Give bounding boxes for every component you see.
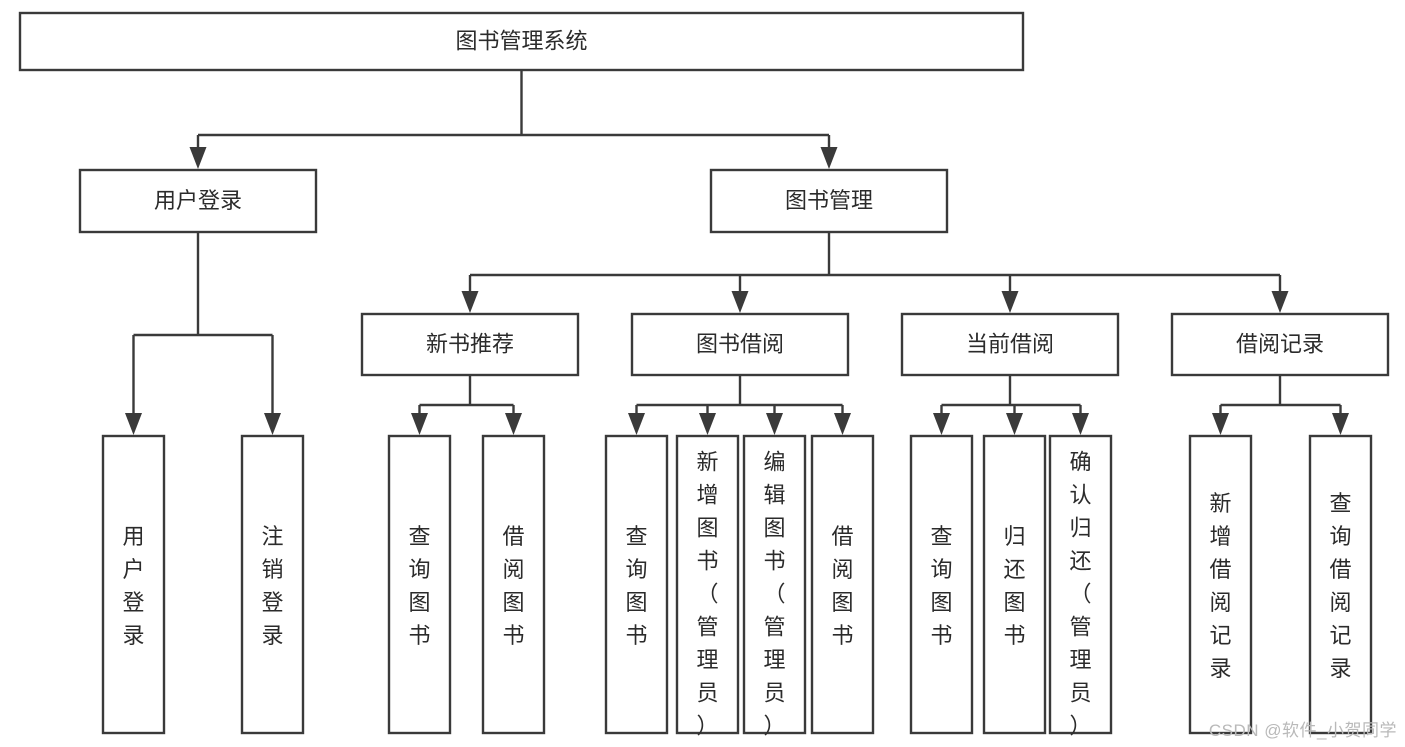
node-label: 确认归还（管理员） xyxy=(1069,450,1091,739)
node-box[interactable] xyxy=(1188,434,1253,735)
node-l9[interactable]: 查询图书 xyxy=(909,434,974,735)
arrow-head-icon xyxy=(189,147,207,169)
arrow-head-icon xyxy=(1006,413,1023,435)
node-n3[interactable]: 新书推荐 xyxy=(360,312,580,377)
arrow-head-icon xyxy=(1271,291,1289,313)
node-box[interactable] xyxy=(982,434,1047,735)
node-label: 当前借阅 xyxy=(966,331,1054,356)
connector-layer xyxy=(125,70,1349,435)
node-label: 借阅图书 xyxy=(502,524,524,648)
connector-group xyxy=(933,375,1089,435)
node-box[interactable] xyxy=(909,434,974,735)
node-label: 注销登录 xyxy=(261,524,283,648)
node-layer: 图书管理系统用户登录图书管理新书推荐图书借阅当前借阅借阅记录用户登录注销登录查询… xyxy=(18,11,1390,739)
node-box[interactable] xyxy=(360,312,580,377)
node-n5[interactable]: 当前借阅 xyxy=(900,312,1120,377)
node-label: 用户登录 xyxy=(154,188,242,213)
connector-group xyxy=(1212,375,1349,435)
arrow-head-icon xyxy=(461,291,479,313)
connector-group xyxy=(628,375,851,435)
arrow-head-icon xyxy=(933,413,950,435)
node-l12[interactable]: 新增借阅记录 xyxy=(1188,434,1253,735)
node-label: 图书管理系统 xyxy=(455,28,587,53)
node-label: 查询借阅记录 xyxy=(1329,491,1351,681)
arrow-head-icon xyxy=(628,413,645,435)
connector-group xyxy=(461,232,1289,313)
arrow-head-icon xyxy=(820,147,838,169)
node-label: 新增图书（管理员） xyxy=(696,450,718,739)
arrow-head-icon xyxy=(1212,413,1229,435)
node-box[interactable] xyxy=(481,434,546,735)
node-n1[interactable]: 用户登录 xyxy=(78,168,318,234)
node-box[interactable] xyxy=(387,434,452,735)
arrow-head-icon xyxy=(731,291,749,313)
arrow-head-icon xyxy=(125,413,142,435)
node-box[interactable] xyxy=(630,312,850,377)
node-n6[interactable]: 借阅记录 xyxy=(1170,312,1390,377)
connector-group xyxy=(411,375,522,435)
node-label: 图书借阅 xyxy=(696,331,784,356)
node-box[interactable] xyxy=(78,168,318,234)
node-l8[interactable]: 借阅图书 xyxy=(810,434,875,735)
node-box[interactable] xyxy=(1170,312,1390,377)
arrow-head-icon xyxy=(505,413,522,435)
arrow-head-icon xyxy=(699,413,716,435)
arrow-head-icon xyxy=(1001,291,1019,313)
node-box[interactable] xyxy=(1308,434,1373,735)
node-box[interactable] xyxy=(742,434,807,735)
arrow-head-icon xyxy=(834,413,851,435)
node-label: 查询图书 xyxy=(625,524,647,648)
node-label: 借阅图书 xyxy=(831,524,853,648)
node-n2[interactable]: 图书管理 xyxy=(709,168,949,234)
node-label: 图书管理 xyxy=(785,188,873,213)
arrow-head-icon xyxy=(766,413,783,435)
node-label: 归还图书 xyxy=(1003,524,1025,648)
node-l5[interactable]: 查询图书 xyxy=(604,434,669,735)
node-box[interactable] xyxy=(240,434,305,735)
node-l6[interactable]: 新增图书（管理员） xyxy=(675,434,740,739)
node-box[interactable] xyxy=(18,11,1025,72)
node-l2[interactable]: 注销登录 xyxy=(240,434,305,735)
node-n4[interactable]: 图书借阅 xyxy=(630,312,850,377)
node-box[interactable] xyxy=(900,312,1120,377)
connector-group xyxy=(125,232,281,435)
connector-group xyxy=(189,70,838,169)
node-n0[interactable]: 图书管理系统 xyxy=(18,11,1025,72)
node-l1[interactable]: 用户登录 xyxy=(101,434,166,735)
node-l13[interactable]: 查询借阅记录 xyxy=(1308,434,1373,735)
node-l3[interactable]: 查询图书 xyxy=(387,434,452,735)
node-box[interactable] xyxy=(101,434,166,735)
node-label: 用户登录 xyxy=(122,524,144,648)
node-label: 新书推荐 xyxy=(426,331,514,356)
node-label: 借阅记录 xyxy=(1236,331,1324,356)
node-label: 新增借阅记录 xyxy=(1209,491,1231,681)
node-box[interactable] xyxy=(1048,434,1113,735)
arrow-head-icon xyxy=(411,413,428,435)
node-l4[interactable]: 借阅图书 xyxy=(481,434,546,735)
arrow-head-icon xyxy=(1072,413,1089,435)
node-l10[interactable]: 归还图书 xyxy=(982,434,1047,735)
arrow-head-icon xyxy=(264,413,281,435)
node-box[interactable] xyxy=(810,434,875,735)
node-box[interactable] xyxy=(675,434,740,735)
node-label: 查询图书 xyxy=(930,524,952,648)
node-box[interactable] xyxy=(604,434,669,735)
node-box[interactable] xyxy=(709,168,949,234)
node-label: 编辑图书（管理员） xyxy=(763,450,785,739)
node-l7[interactable]: 编辑图书（管理员） xyxy=(742,434,807,739)
node-l11[interactable]: 确认归还（管理员） xyxy=(1048,434,1113,739)
node-label: 查询图书 xyxy=(408,524,430,648)
arrow-head-icon xyxy=(1332,413,1349,435)
